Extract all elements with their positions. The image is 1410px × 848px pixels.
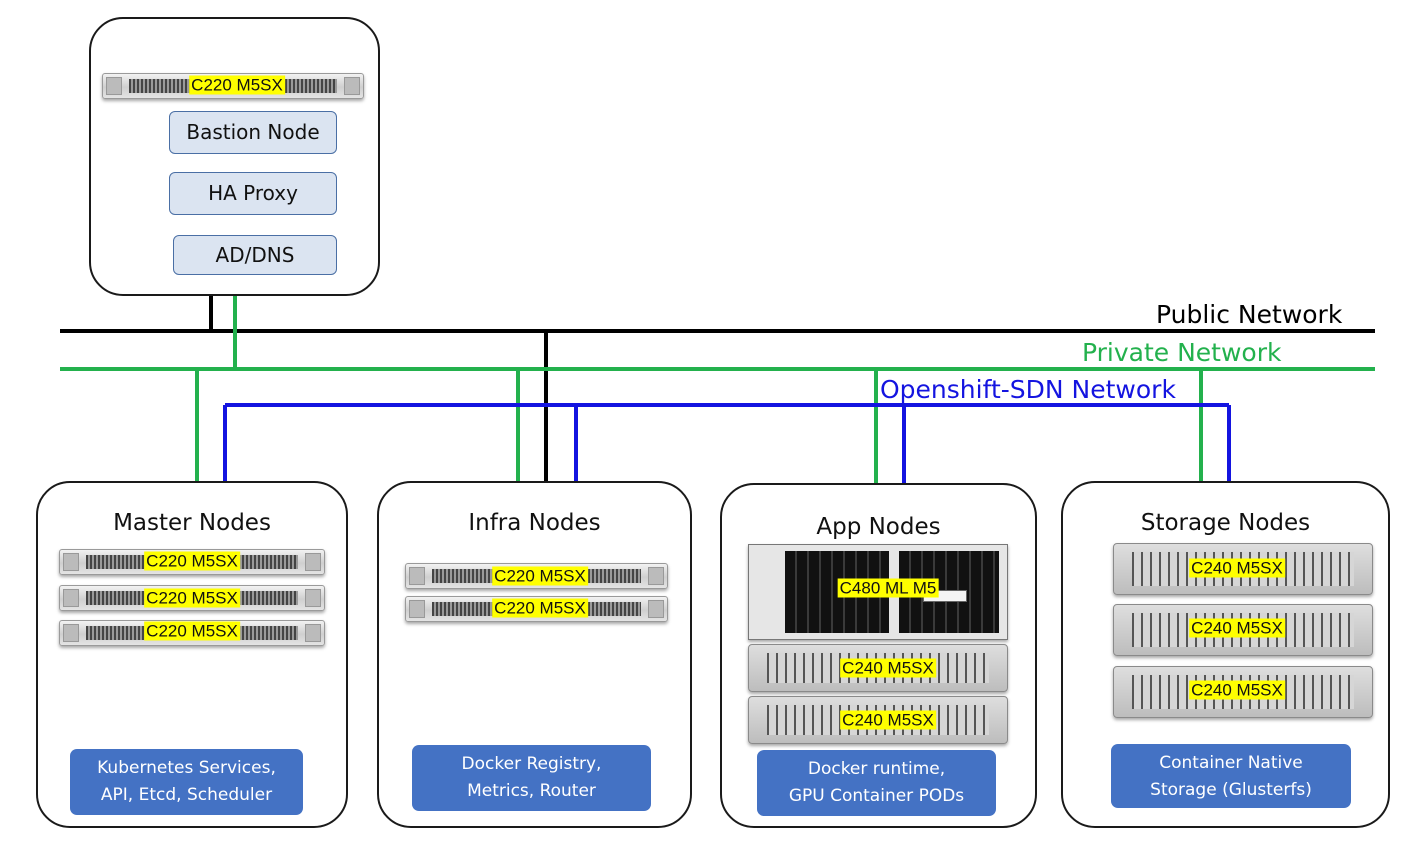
infra-description: Docker Registry, Metrics, Router <box>412 745 651 811</box>
app-description: Docker runtime, GPU Container PODs <box>757 750 996 816</box>
app-desc-line-2: GPU Container PODs <box>788 786 965 806</box>
infra-desc-line-1: Docker Registry, <box>461 754 602 774</box>
ad-dns-role: AD/DNS <box>173 235 337 275</box>
master-description: Kubernetes Services, API, Etcd, Schedule… <box>70 749 303 815</box>
app-desc-line-1: Docker runtime, <box>807 759 946 779</box>
master-desc-line-2: API, Etcd, Scheduler <box>100 785 273 805</box>
app-nodes-title: App Nodes <box>816 514 941 540</box>
bastion-server-label: C220 M5SX <box>189 75 285 95</box>
master-server-3-label: C220 M5SX <box>144 621 240 641</box>
private-network-label: Private Network <box>1082 338 1282 367</box>
infra-server-2-label: C220 M5SX <box>492 598 588 618</box>
master-server-2-label: C220 M5SX <box>144 588 240 608</box>
private-network-lines <box>60 296 1375 483</box>
app-server-3-label: C240 M5SX <box>840 710 936 730</box>
sdn-network-lines <box>223 403 1231 483</box>
app-server-c240-1 <box>748 644 1008 692</box>
sdn-network-label: Openshift-SDN Network <box>880 375 1176 404</box>
storage-nodes-title: Storage Nodes <box>1140 510 1311 536</box>
infra-desc-line-2: Metrics, Router <box>467 781 596 801</box>
bastion-node-role: Bastion Node <box>169 111 337 154</box>
storage-server-2-label: C240 M5SX <box>1189 618 1285 638</box>
storage-desc-line-1: Container Native <box>1159 753 1303 773</box>
storage-description: Container Native Storage (Glusterfs) <box>1111 744 1351 808</box>
bastion-server <box>102 73 364 99</box>
master-nodes-title: Master Nodes <box>113 510 271 536</box>
app-server-1-label: C480 ML M5 <box>837 578 939 598</box>
master-desc-line-1: Kubernetes Services, <box>97 758 276 778</box>
storage-desc-line-2: Storage (Glusterfs) <box>1150 780 1312 800</box>
storage-server-3-label: C240 M5SX <box>1189 680 1285 700</box>
storage-server-1-label: C240 M5SX <box>1189 558 1285 578</box>
app-server-2-label: C240 M5SX <box>840 658 936 678</box>
public-network-label: Public Network <box>1156 300 1343 329</box>
infra-nodes-title: Infra Nodes <box>468 510 601 536</box>
master-server-1-label: C220 M5SX <box>144 551 240 571</box>
infra-server-1-label: C220 M5SX <box>492 566 588 586</box>
ha-proxy-role: HA Proxy <box>169 172 337 215</box>
